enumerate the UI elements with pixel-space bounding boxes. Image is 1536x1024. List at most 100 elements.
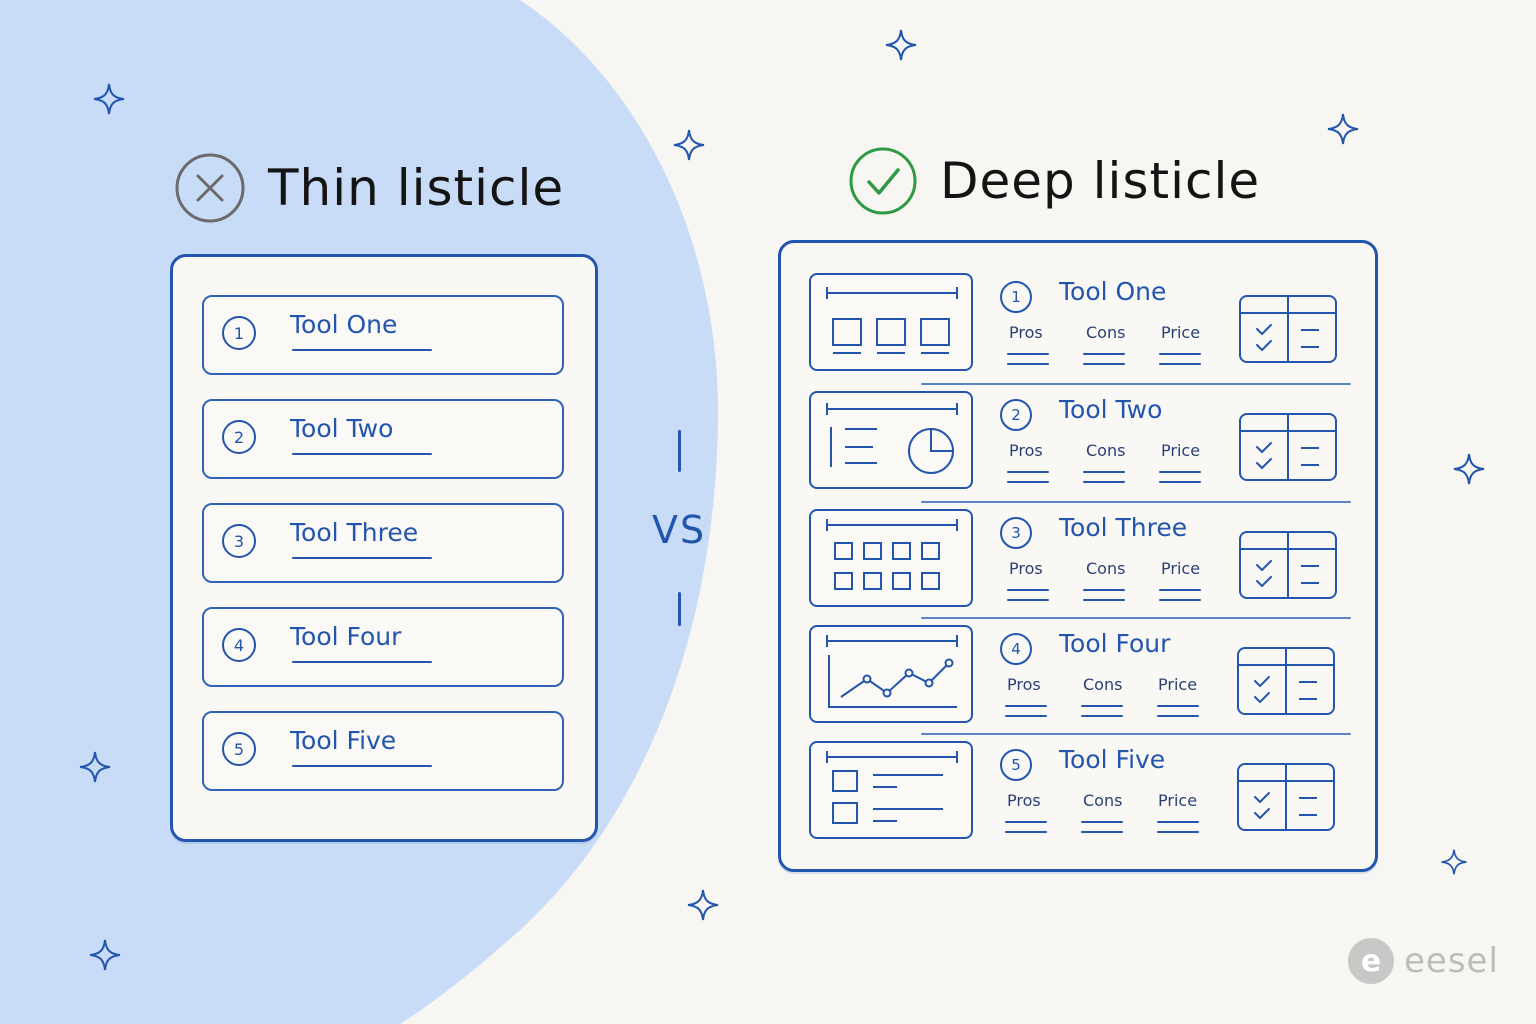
list-item: 2 Tool Two [202, 399, 564, 479]
checklist-table-icon [1237, 763, 1335, 831]
price-label: Price [1158, 791, 1198, 810]
eesel-logo: e eesel [1348, 938, 1499, 984]
sparkle-icon [79, 751, 111, 783]
pros-line [1007, 481, 1049, 483]
cons-line [1081, 821, 1123, 823]
pros-line [1005, 715, 1047, 717]
cons-line [1081, 715, 1123, 717]
price-line [1157, 831, 1199, 833]
thin-listicle-panel: 1 Tool One 2 Tool Two 3 Tool Three 4 Too… [170, 254, 598, 842]
sparkle-icon [673, 129, 705, 161]
number-badge: 1 [222, 316, 256, 350]
thin-heading: Thin listicle [174, 150, 564, 226]
price-line [1159, 363, 1201, 365]
pros-line [1005, 821, 1047, 823]
tool-name: Tool One [1059, 277, 1167, 306]
deep-heading: Deep listicle [848, 144, 1260, 218]
pros-label: Pros [1007, 791, 1041, 810]
list-icon [809, 741, 973, 839]
number-badge: 4 [1000, 633, 1032, 665]
deep-list-item: 2 Tool Two Pros Cons Price [781, 383, 1381, 509]
pros-line [1007, 353, 1049, 355]
price-label: Price [1161, 323, 1201, 342]
pros-line [1007, 589, 1049, 591]
tool-name: Tool Five [290, 726, 397, 755]
sparkle-icon [687, 889, 719, 921]
number-badge: 5 [222, 732, 256, 766]
cons-label: Cons [1086, 559, 1126, 578]
underline [292, 661, 432, 663]
check-circle-icon [849, 147, 917, 215]
row-divider [921, 501, 1351, 503]
x-circle-icon [175, 153, 245, 223]
number-badge: 3 [222, 524, 256, 558]
sparkle-icon [1453, 453, 1485, 485]
logo-text: eesel [1404, 941, 1499, 981]
price-line [1159, 353, 1201, 355]
price-label: Price [1158, 675, 1198, 694]
tool-name: Tool Three [1059, 513, 1188, 542]
tool-name: Tool Three [290, 518, 419, 547]
cons-line [1083, 589, 1125, 591]
checklist-table-icon [1237, 647, 1335, 715]
deep-list-item: 5 Tool Five Pros Cons Price [781, 733, 1381, 859]
price-label: Price [1161, 441, 1201, 460]
pros-line [1005, 705, 1047, 707]
number-badge: 2 [222, 420, 256, 454]
deep-list-item: 3 Tool Three Pros Cons Price [781, 501, 1381, 627]
cons-line [1083, 481, 1125, 483]
number-badge: 3 [1000, 517, 1032, 549]
number-badge: 2 [1000, 399, 1032, 431]
tool-name: Tool Four [290, 622, 402, 651]
cons-label: Cons [1083, 675, 1123, 694]
list-item: 5 Tool Five [202, 711, 564, 791]
sparkle-icon [93, 83, 125, 115]
price-label: Price [1161, 559, 1201, 578]
pros-line [1007, 363, 1049, 365]
vs-label: VS [652, 508, 707, 552]
price-line [1157, 715, 1199, 717]
price-line [1157, 705, 1199, 707]
checklist-table-icon [1239, 295, 1337, 363]
number-badge: 5 [1000, 749, 1032, 781]
pros-label: Pros [1009, 559, 1043, 578]
row-divider [921, 383, 1351, 385]
list-item: 1 Tool One [202, 295, 564, 375]
price-line [1159, 589, 1201, 591]
deep-list-item: 4 Tool Four Pros Cons Price [781, 617, 1381, 743]
cons-line [1081, 831, 1123, 833]
sparkle-icon [1441, 849, 1467, 875]
cons-line [1081, 705, 1123, 707]
price-line [1157, 821, 1199, 823]
vs-line-bottom [678, 592, 681, 626]
cons-label: Cons [1083, 791, 1123, 810]
tool-name: Tool Four [1059, 629, 1171, 658]
logo-mark: e [1348, 938, 1394, 984]
pros-label: Pros [1009, 323, 1043, 342]
cons-label: Cons [1086, 441, 1126, 460]
underline [292, 453, 432, 455]
sparkle-icon [885, 29, 917, 61]
row-divider [921, 733, 1351, 735]
pie-chart-icon [809, 391, 973, 489]
deep-listicle-panel: 1 Tool One Pros Cons Price [778, 240, 1378, 872]
underline [292, 765, 432, 767]
underline [292, 349, 432, 351]
tool-name: Tool Two [290, 414, 394, 443]
cons-line [1083, 353, 1125, 355]
vs-line-top [678, 430, 681, 472]
line-chart-icon [809, 625, 973, 723]
thin-title: Thin listicle [268, 159, 565, 217]
tool-name: Tool Two [1059, 395, 1163, 424]
pros-line [1007, 599, 1049, 601]
checklist-table-icon [1239, 531, 1337, 599]
underline [292, 557, 432, 559]
sparkle-icon [1327, 113, 1359, 145]
deep-title: Deep listicle [940, 152, 1261, 210]
price-line [1159, 481, 1201, 483]
cons-line [1083, 471, 1125, 473]
cons-line [1083, 599, 1125, 601]
number-badge: 1 [1000, 281, 1032, 313]
list-item: 3 Tool Three [202, 503, 564, 583]
pros-label: Pros [1007, 675, 1041, 694]
